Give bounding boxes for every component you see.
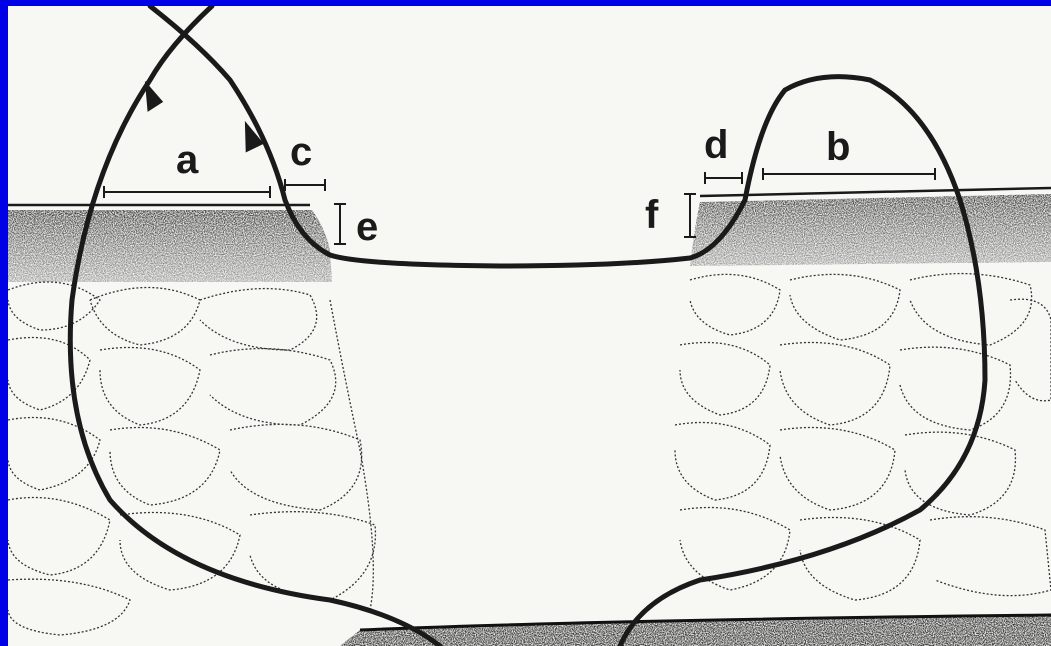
fat-lobules-right bbox=[675, 274, 1051, 600]
suture-line bbox=[70, 6, 985, 646]
label-a: a bbox=[176, 138, 199, 182]
arrow-icons bbox=[137, 77, 264, 152]
diagram-canvas: a c e f d b bbox=[8, 6, 1051, 646]
label-d: d bbox=[704, 123, 728, 167]
fat-lobules-left bbox=[8, 282, 375, 635]
label-c: c bbox=[290, 130, 312, 174]
label-f: f bbox=[645, 193, 659, 237]
label-e: e bbox=[356, 205, 378, 249]
label-b: b bbox=[826, 125, 850, 169]
dermis-left bbox=[8, 210, 332, 282]
fascia-band bbox=[340, 615, 1051, 646]
suture-diagram: a c e f d b bbox=[8, 6, 1051, 646]
